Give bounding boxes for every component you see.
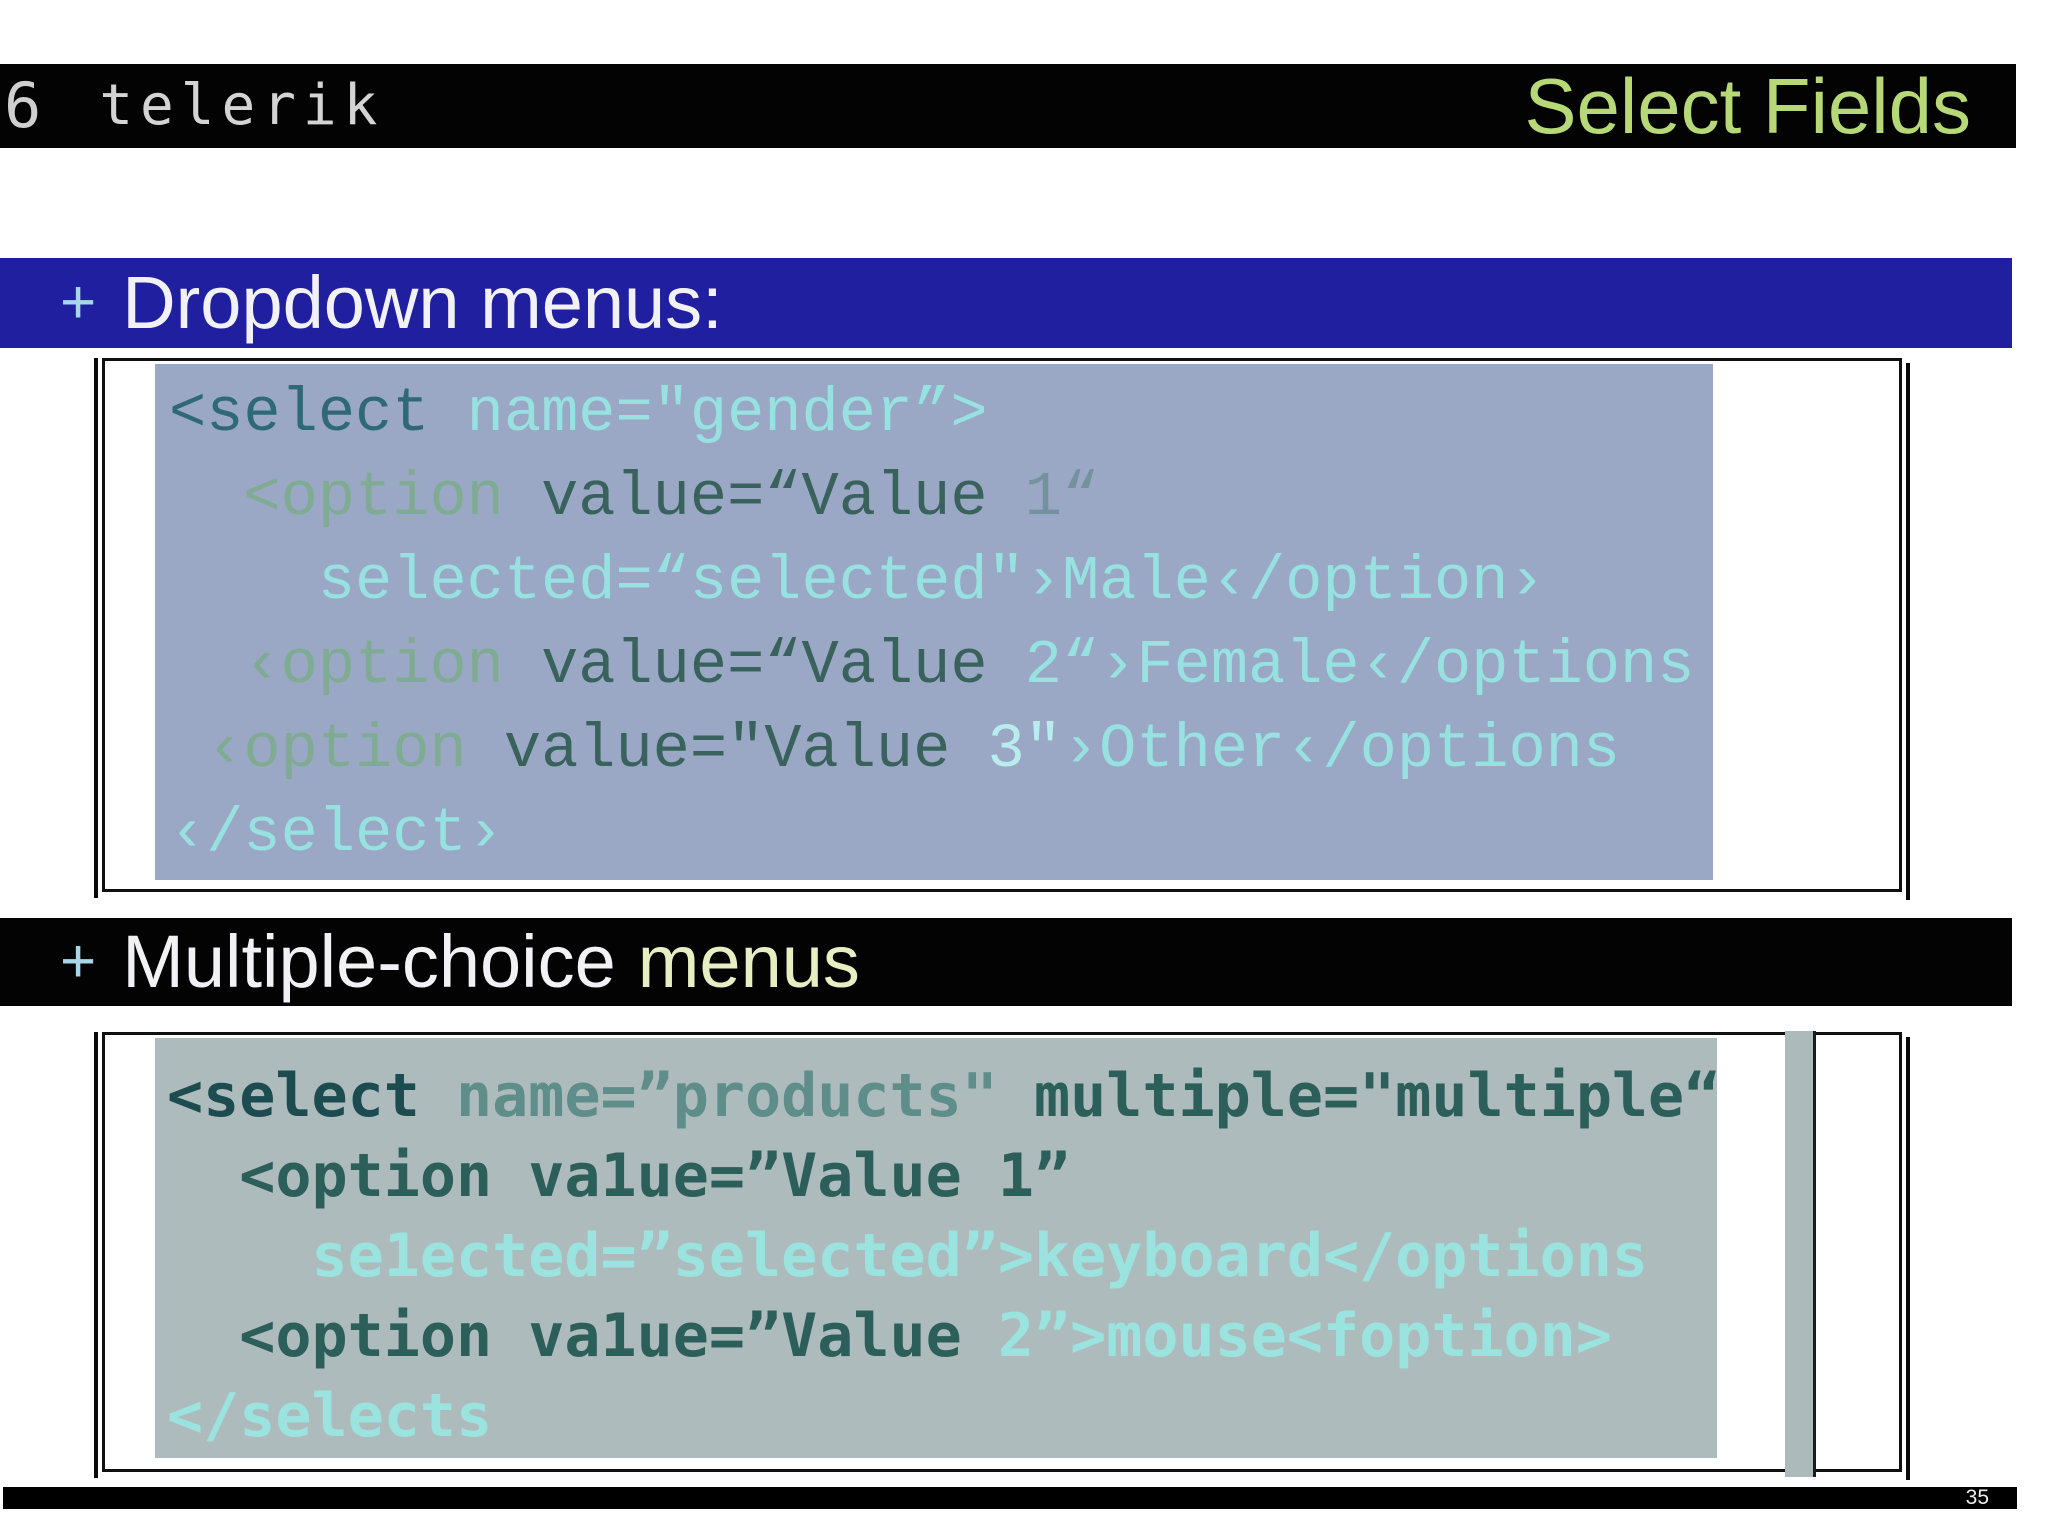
slide-number-top: 6 xyxy=(4,69,42,142)
code-selection-highlight-2[interactable]: <select name=”products" multiple="multip… xyxy=(155,1038,1721,1458)
code-block-dropdown: <select name="gender”> <option value=“Va… xyxy=(94,358,1910,900)
multiple-code-text: <select name=”products" multiple="multip… xyxy=(155,1038,1721,1456)
section-header-dropdown: + Dropdown menus: xyxy=(0,258,2012,348)
code-line: se1ected=”selected”>keyboard</options xyxy=(167,1221,1649,1291)
section-title-dropdown: Dropdown menus: xyxy=(122,261,723,344)
plus-bullet-icon: + xyxy=(60,927,97,996)
slide-title: Select Fields xyxy=(1524,62,1971,150)
code-line: </selects xyxy=(167,1381,493,1451)
code-block-multiple: <select name=”products" multiple="multip… xyxy=(94,1031,1910,1480)
code-line: <option va1ue=”Value 1” xyxy=(167,1141,1071,1211)
footer-bar: 35 xyxy=(3,1487,2017,1509)
code-selection-highlight-1[interactable]: <select name="gender”> <option value=“Va… xyxy=(155,364,1713,880)
code-line: ‹/select› xyxy=(169,798,504,869)
telerik-logo: telerik xyxy=(99,73,385,138)
section-title-multiple: Multiple-choice xyxy=(122,920,616,1003)
section-header-multiple: + Multiple-choice menus xyxy=(0,918,2012,1006)
dropdown-code-text: <select name="gender”> <option value=“Va… xyxy=(155,364,1713,876)
plus-bullet-icon: + xyxy=(60,268,97,337)
code-line: ‹option value="Value 3"›Other‹/options xyxy=(169,714,1621,785)
code-line: selected=“selected"›Male‹/option› xyxy=(169,546,1546,617)
code-line: ‹option value=“Value 2“›Female‹/options xyxy=(169,630,1695,701)
code-line: <option va1ue=”Value 2”>mouse<foption> xyxy=(167,1301,1612,1371)
top-bar: 6 telerik Select Fields xyxy=(0,64,2016,148)
code-line: <select name=”products" multiple="multip… xyxy=(167,1061,1721,1131)
vertical-scrollbar[interactable] xyxy=(1785,1031,1816,1477)
code-line: <select name="gender”> xyxy=(169,378,988,449)
section-title-multiple-accent: menus xyxy=(637,920,860,1003)
page-number: 35 xyxy=(1965,1486,1989,1509)
code-line: <option value=“Value 1“ xyxy=(169,462,1100,533)
